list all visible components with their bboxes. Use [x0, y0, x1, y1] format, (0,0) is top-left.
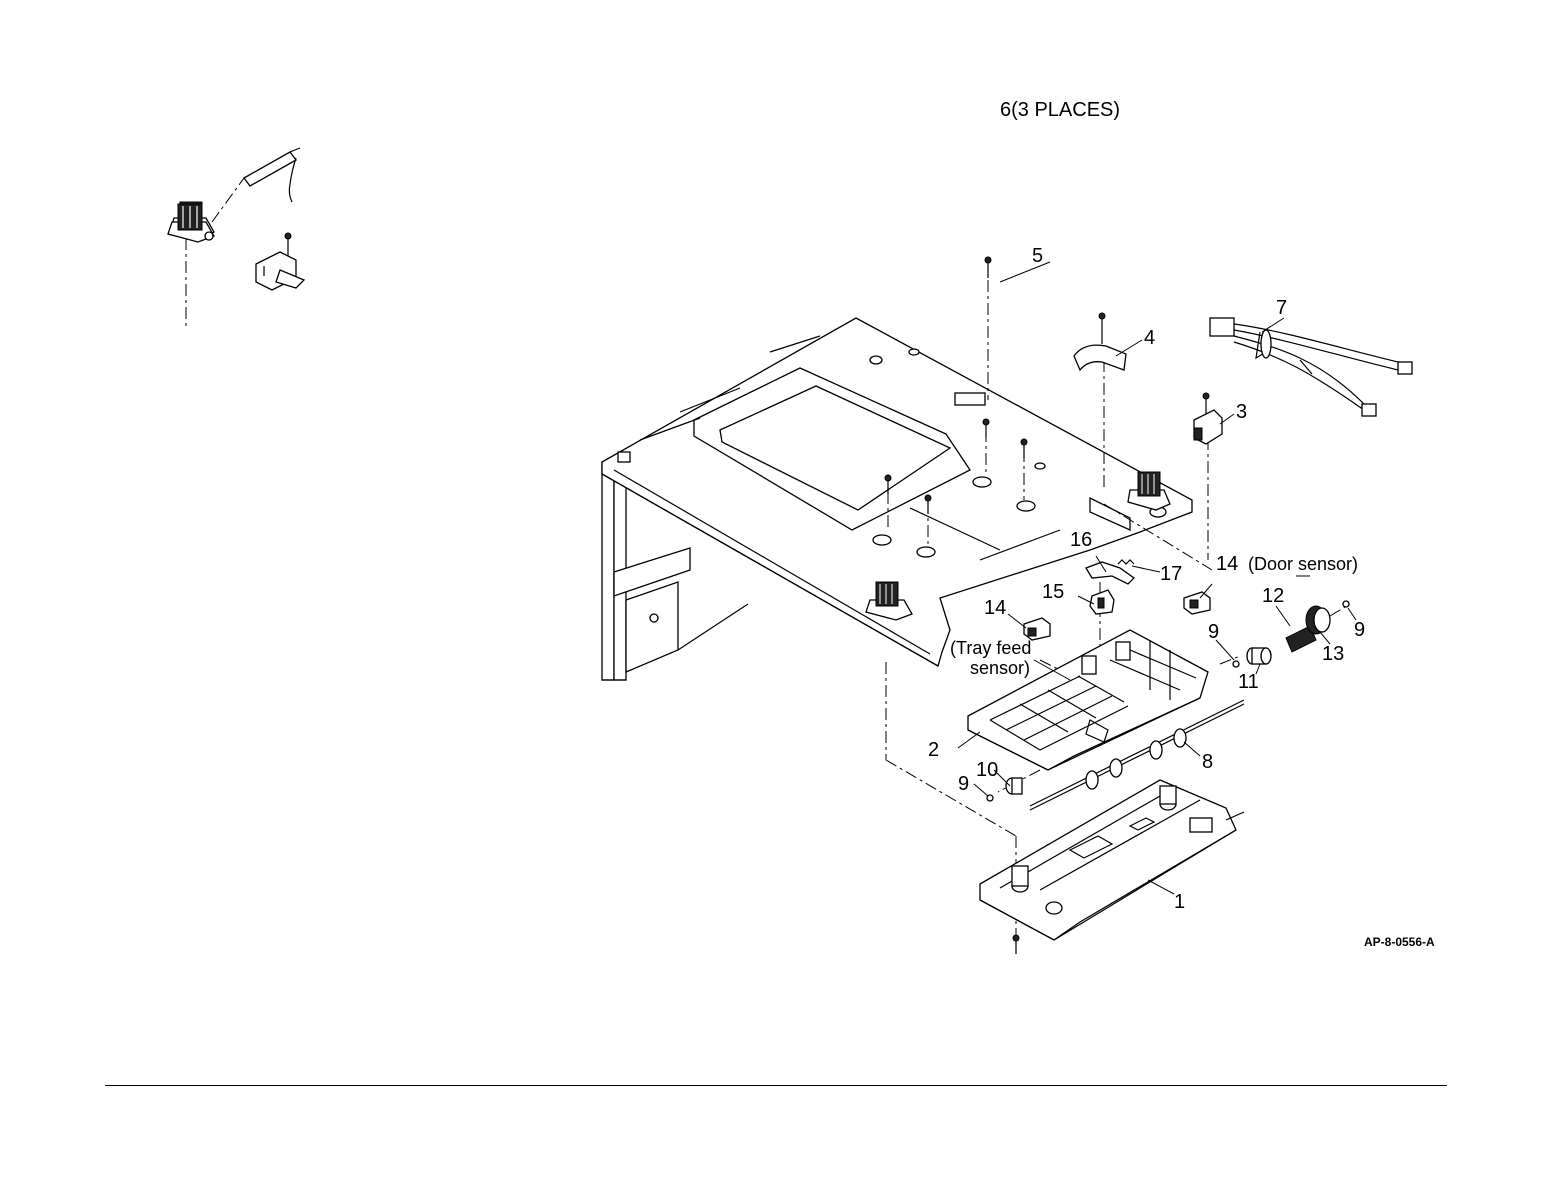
door-sensor-part-14 [1184, 592, 1210, 614]
callout-2: 2 [928, 739, 939, 761]
callout-4: 4 [1144, 327, 1155, 349]
spring-part-17 [1118, 560, 1134, 564]
callout-14-tray-note2: sensor) [970, 658, 1030, 678]
callout-15: 15 [1042, 581, 1064, 603]
callout-14-tray-note: (Tray feed [950, 638, 1031, 658]
callout-5: 5 [1032, 245, 1043, 267]
callout-11: 11 [1238, 671, 1259, 693]
callout-16: 16 [1070, 529, 1092, 551]
callout-9-mid: 9 [1208, 621, 1219, 643]
sensor-bracket-part-15 [1090, 590, 1114, 614]
pin-part-6 [244, 148, 300, 202]
foot-1 [168, 204, 214, 242]
tray-feed-sensor-part-14 [1024, 618, 1050, 640]
callout-10: 10 [976, 759, 998, 781]
callout-7: 7 [1276, 297, 1287, 319]
bushing-part-11 [1247, 648, 1271, 664]
callout-6: 6(3 PLACES) [1000, 99, 1120, 121]
tray-frame-part-1 [980, 780, 1244, 940]
bracket-part-5 [256, 233, 304, 290]
callout-8: 8 [1202, 751, 1213, 773]
cap-part-4 [1074, 313, 1126, 370]
callout-12: 12 [1262, 585, 1284, 607]
callout-17: 17 [1160, 563, 1182, 585]
bracket-part-3 [1194, 393, 1222, 444]
gear-part-13 [1306, 606, 1330, 634]
callout-9-right: 9 [1354, 619, 1365, 641]
callout-13: 13 [1322, 643, 1344, 665]
item-6-feet [168, 204, 214, 242]
actuator-part-16 [1086, 562, 1134, 584]
callout-9-left: 9 [958, 773, 969, 795]
callout-14-door-note: (Door sensor) [1248, 554, 1358, 574]
e-ring-part-9-mid [1233, 661, 1239, 667]
callout-1: 1 [1174, 891, 1185, 913]
e-ring-part-9-right [1343, 601, 1349, 607]
callout-14-door: 14 [1216, 553, 1238, 575]
figure-id: AP-8-0556-A [1364, 935, 1435, 949]
bearing-part-10 [1006, 778, 1022, 794]
callout-3: 3 [1236, 401, 1247, 423]
footer-rule [105, 1085, 1447, 1086]
main-frame [602, 318, 1192, 680]
callout-14-tray: 14 [984, 597, 1006, 619]
